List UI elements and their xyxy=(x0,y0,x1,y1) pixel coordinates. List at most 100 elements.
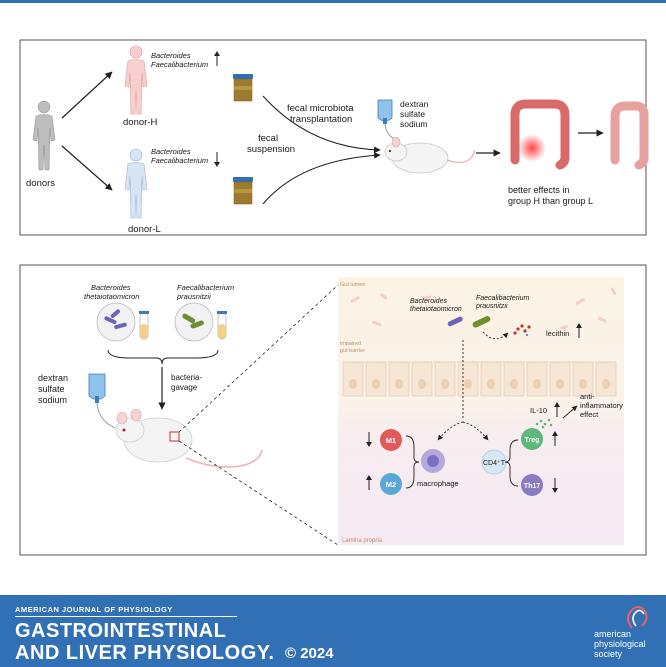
dss-top-label-1: dextran xyxy=(400,99,429,109)
h-faecalibacterium-label: Faecalibacterium xyxy=(151,60,208,69)
dss-bottom-label-2: sulfate xyxy=(38,384,65,394)
mouse-bottom-icon xyxy=(115,408,263,468)
treg-label: Treg xyxy=(525,437,540,444)
m2-up-arrow-icon xyxy=(366,475,372,490)
m2-label: M2 xyxy=(386,480,396,489)
mouse-icon xyxy=(384,136,476,174)
journal-title-line1: GASTROINTESTINAL xyxy=(15,620,227,642)
arrow-to-donor-h xyxy=(61,71,113,119)
society-name-line1: american xyxy=(594,629,632,639)
lamina-propria-label: Lamina propria xyxy=(342,538,383,544)
fecal-jar-l-icon xyxy=(233,177,253,205)
m1-label: M1 xyxy=(386,436,396,445)
bt-test-tube-icon xyxy=(139,311,149,340)
h-bacteroides-label: Bacteroides xyxy=(151,51,191,60)
anti-label-3: effect xyxy=(580,410,599,419)
bt-inset-label-2: thetaiotaomicron xyxy=(410,306,462,313)
colon-healthy-icon xyxy=(610,101,649,170)
bt-label-2: thetaiotaomicron xyxy=(84,292,139,301)
cd4-label: CD4⁺T xyxy=(483,460,506,467)
impaired-label-2: gut barrier xyxy=(340,348,365,354)
m2-cell-icon xyxy=(380,473,402,495)
fp-label-2: prausnitzii xyxy=(176,292,211,301)
l-down-arrow-icon xyxy=(214,152,220,167)
treg-up-arrow-icon xyxy=(552,431,558,446)
fp-bacteria-icon xyxy=(472,316,491,328)
journal-series: AMERICAN JOURNAL OF PHYSIOLOGY xyxy=(15,605,173,614)
h-up-arrow-icon xyxy=(214,51,220,66)
macrophage-brace xyxy=(405,435,420,489)
fecal-suspension-label-2: suspension xyxy=(247,144,295,155)
dss-top-label-3: sodium xyxy=(400,119,427,129)
m1-down-arrow-icon xyxy=(366,432,372,447)
journal-year: © 2024 xyxy=(285,645,334,662)
donor-l-person-icon xyxy=(124,148,148,219)
arrow-to-cd4 xyxy=(462,421,489,441)
result-label-2: group H than group L xyxy=(508,196,593,206)
top-accent-line xyxy=(0,0,666,3)
iv-bag-bottom-icon xyxy=(88,373,116,429)
th17-label: Th17 xyxy=(524,483,540,490)
macrophage-cell-icon xyxy=(421,449,445,473)
impaired-label-1: impaired xyxy=(340,341,361,347)
fmt-label-1: fecal microbiota xyxy=(287,103,354,114)
dss-bottom-label-3: sodium xyxy=(38,395,67,405)
panel-fmt: donors donor-H Bacteroides Faecalibacter… xyxy=(19,39,649,556)
anti-label-1: anti- xyxy=(580,392,595,401)
aps-logo-icon xyxy=(627,606,648,629)
panel-top-frame xyxy=(19,39,647,236)
il10-label: IL-10 xyxy=(530,406,547,415)
anti-label-2: inflammatory xyxy=(580,401,623,410)
journal-title-line2: AND LIVER PHYSIOLOGY. xyxy=(15,642,275,664)
lecithin-label: lecithin xyxy=(546,329,569,338)
donor-h-person-icon xyxy=(124,45,148,115)
gavage-label-2: gavage xyxy=(171,383,198,392)
arrow-to-lecithin xyxy=(482,331,509,340)
arrow-to-donor-l xyxy=(61,145,113,191)
dss-top-label-2: sulfate xyxy=(400,109,425,119)
fp-culture-icon xyxy=(174,302,214,342)
treg-cell-icon xyxy=(521,428,543,450)
m1-cell-icon xyxy=(380,429,402,451)
journal-footer xyxy=(0,595,666,667)
fp-inset-label-1: Faecalibacterium xyxy=(476,295,529,302)
gut-lumen-label: Gut lumen xyxy=(340,282,365,288)
gavage-label-1: bacteria- xyxy=(171,373,202,382)
arrow-jar-l-to-mouse xyxy=(262,152,381,205)
th17-down-arrow-icon xyxy=(552,478,558,493)
fp-inset-label-2: prausnitzii xyxy=(475,303,508,310)
fmt-label-2: transplantation xyxy=(290,114,352,125)
donors-label: donors xyxy=(26,178,55,189)
society-name: american physiological society xyxy=(594,629,654,659)
bt-inset-label-1: Bacteroides xyxy=(410,298,447,305)
donor-h-label: donor-H xyxy=(123,117,157,128)
th17-cell-icon xyxy=(521,474,543,496)
fp-label-1: Faecalibacterium xyxy=(177,283,234,292)
il10-dots-icon xyxy=(535,418,553,429)
zoom-line-bottom xyxy=(178,440,339,546)
macrophage-label: macrophage xyxy=(417,479,459,488)
zoom-line-top xyxy=(178,284,339,433)
arrow-to-anti-inflammatory xyxy=(562,405,578,419)
donor-l-label: donor-L xyxy=(128,224,161,235)
dss-bottom-label-1: dextran xyxy=(38,373,68,383)
lumen-bacteria-icon xyxy=(350,287,617,330)
lecithin-up-arrow-icon xyxy=(576,323,582,338)
society-name-line2: physiological xyxy=(594,639,646,649)
villi-nuclei xyxy=(349,379,610,389)
society-name-line3: society xyxy=(594,649,623,659)
fecal-suspension-label-1: fecal xyxy=(258,133,278,144)
fp-test-tube-icon xyxy=(217,311,227,340)
il10-up-arrow-icon xyxy=(554,402,560,417)
bt-culture-icon xyxy=(96,302,136,342)
l-faecalibacterium-label: Faecalibacterium xyxy=(151,156,208,165)
colon-inflamed-icon xyxy=(510,99,570,170)
journal-rule xyxy=(15,616,237,617)
arrow-jar-h-to-mouse xyxy=(262,95,381,154)
result-label-1: better effects in xyxy=(508,185,569,195)
l-bacteroides-label: Bacteroides xyxy=(151,147,191,156)
lecithin-molecules-icon xyxy=(513,324,531,337)
fecal-jar-h-icon xyxy=(233,74,253,102)
cd4-brace xyxy=(504,439,519,487)
arrow-to-macrophage xyxy=(437,421,464,441)
